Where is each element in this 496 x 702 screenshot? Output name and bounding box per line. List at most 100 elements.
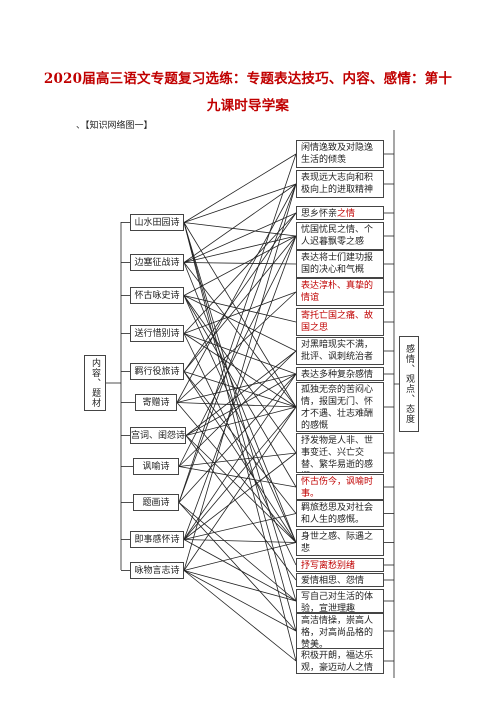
right-node-text: 表现远大志向和积极向上的进取精神 xyxy=(301,173,374,195)
cross-link-line xyxy=(183,235,297,263)
left-node-label: 即事感怀诗 xyxy=(134,534,180,545)
right-node-text: 高洁情操，崇高人格，对高尚品格的赞美。 xyxy=(301,616,374,649)
cross-link-line xyxy=(176,183,297,403)
right-node-highlight: 抒写离愁别绪 xyxy=(301,561,356,571)
right-node: 身世之感、际遇之悲 xyxy=(296,529,384,556)
left-node-label: 山水田园诗 xyxy=(134,217,180,228)
section-label: 、【知识网络图一】 xyxy=(76,121,153,131)
left-node: 边塞征战诗 xyxy=(130,254,184,271)
right-node-text: 抒发物是人非、世事变迁、兴亡交替、繁华易逝的感慨 xyxy=(301,436,374,470)
cross-link-line xyxy=(183,406,297,571)
cross-link-line xyxy=(176,402,297,408)
cross-link-line xyxy=(183,539,297,543)
right-node: 怀古伤今，讽喻时事。 xyxy=(296,474,384,500)
right-node: 写自己对生活的体验，宣泄理趣 xyxy=(296,589,384,613)
cross-link-line xyxy=(183,183,297,263)
right-node-text: 表达将士们建功报国的决心和气概 xyxy=(301,253,374,275)
right-node: 表达淳朴、真挚的情谊 xyxy=(296,278,384,306)
right-node-highlight: 表达淳朴、真挚的情谊 xyxy=(301,281,374,303)
right-node-highlight: 怀古伤今，讽喻时事。 xyxy=(301,477,374,499)
right-node: 高洁情操，崇高人格，对高尚品格的赞美。 xyxy=(296,613,384,649)
cross-link-line xyxy=(183,222,297,408)
cross-link-line xyxy=(185,435,297,581)
cross-link-line xyxy=(183,570,297,662)
right-node: 表达多种复杂感情 xyxy=(296,367,384,381)
left-node: 山水田园诗 xyxy=(130,214,184,231)
left-node: 题画诗 xyxy=(133,494,179,511)
right-node-text: 写自己对生活的体验，宣泄理趣 xyxy=(301,592,374,613)
cross-link-line xyxy=(183,371,297,514)
right-node-text: 表达多种复杂感情 xyxy=(301,370,374,380)
right-node-text: 羁旅愁思及对社会和人生的感慨。 xyxy=(301,503,374,525)
left-node: 宫词、闺怨诗 xyxy=(130,427,186,444)
cross-link-line xyxy=(183,235,297,296)
right-node-text: 身世之感、际遇之悲 xyxy=(301,532,374,554)
cross-link-line xyxy=(178,235,297,467)
left-node: 即事感怀诗 xyxy=(130,531,184,548)
root-label: 内容、题材 xyxy=(90,358,100,408)
cross-link-line xyxy=(183,406,297,540)
cross-link-line xyxy=(183,373,297,540)
cross-link-line xyxy=(185,435,297,543)
cross-link-line xyxy=(183,235,297,372)
cross-link-line xyxy=(178,502,297,602)
cross-link-line xyxy=(183,295,297,454)
cross-link-line xyxy=(183,262,297,543)
cross-link-line xyxy=(178,350,297,467)
cross-link-line xyxy=(183,513,297,540)
cross-link-line xyxy=(183,235,297,540)
document-title-line-2: 九课时导学案 xyxy=(206,98,290,114)
cross-link-line xyxy=(178,502,297,632)
summary-node: 感情、观点、态度 xyxy=(399,336,419,432)
right-node: 闲情逸致及对隐逸生活的倾羡 xyxy=(296,140,384,168)
left-node: 寄赠诗 xyxy=(135,394,177,411)
right-node-text: 忧国忧民之情、个人迟暮飘零之感 xyxy=(301,225,374,247)
right-node-text: 爱情相思、怨情 xyxy=(301,576,365,586)
left-node-label: 送行惜别诗 xyxy=(134,328,180,339)
cross-link-line xyxy=(183,333,297,566)
right-node: 表现远大志向和积极向上的进取精神 xyxy=(296,170,384,198)
right-node-text: 对黑暗现实不满，批评、讽刺统治者 xyxy=(301,340,374,362)
cross-link-line xyxy=(183,295,297,352)
left-node-label: 边塞征战诗 xyxy=(134,257,180,268)
cross-link-line xyxy=(183,222,297,662)
cross-link-line xyxy=(176,291,297,403)
cross-link-line xyxy=(183,570,297,632)
cross-link-line xyxy=(183,570,297,602)
right-node-text: 闲情逸致及对隐逸生活的倾羡 xyxy=(301,143,374,165)
cross-link-line xyxy=(183,295,297,323)
cross-link-line xyxy=(185,350,297,436)
cross-link-line xyxy=(178,373,297,503)
cross-link-line xyxy=(183,262,297,408)
cross-link-line xyxy=(183,333,297,375)
cross-link-line xyxy=(183,539,297,602)
root-node: 内容、题材 xyxy=(84,355,106,411)
cross-link-line xyxy=(183,212,297,263)
cross-link-line xyxy=(183,291,297,334)
document-title-line-1: 2020届高三语文专题复习选练：专题表达技巧、内容、感情：第十 xyxy=(43,71,453,87)
right-node: 爱情相思、怨情 xyxy=(296,573,384,587)
right-node: 抒发物是人非、世事变迁、兴亡交替、繁华易逝的感慨 xyxy=(296,433,384,473)
left-node-label: 题画诗 xyxy=(142,497,170,508)
right-node: 积极开朗，福达乐观，豪迈动人之情 xyxy=(296,648,384,674)
right-node-text: 积极开朗，福达乐观，豪迈动人之情 xyxy=(301,651,374,673)
cross-link-line xyxy=(183,262,297,265)
right-node-highlight: 寄托亡国之痛、故国之思 xyxy=(301,311,374,333)
right-node-text: 孤独无奈的苦闷心情，报国无门、怀才不遇、壮志难酬的感慨 xyxy=(301,385,374,431)
left-node: 讽喻诗 xyxy=(133,458,179,475)
cross-link-line xyxy=(183,295,297,488)
cross-link-line xyxy=(183,183,297,571)
cross-link-line xyxy=(178,183,297,503)
cross-link-line xyxy=(183,212,297,372)
cross-link-line xyxy=(183,542,297,571)
left-node-label: 羁行役旅诗 xyxy=(134,366,180,377)
cross-link-line xyxy=(185,406,297,436)
left-node-label: 咏物言志诗 xyxy=(134,565,180,576)
right-node: 忧国忧民之情、个人迟暮飘零之感 xyxy=(296,222,384,250)
right-node-highlight: 之情 xyxy=(337,209,356,219)
cross-link-line xyxy=(183,212,297,334)
left-node-label: 怀古咏史诗 xyxy=(134,290,180,301)
left-node: 送行惜别诗 xyxy=(130,325,184,342)
cross-link-line xyxy=(183,222,297,632)
